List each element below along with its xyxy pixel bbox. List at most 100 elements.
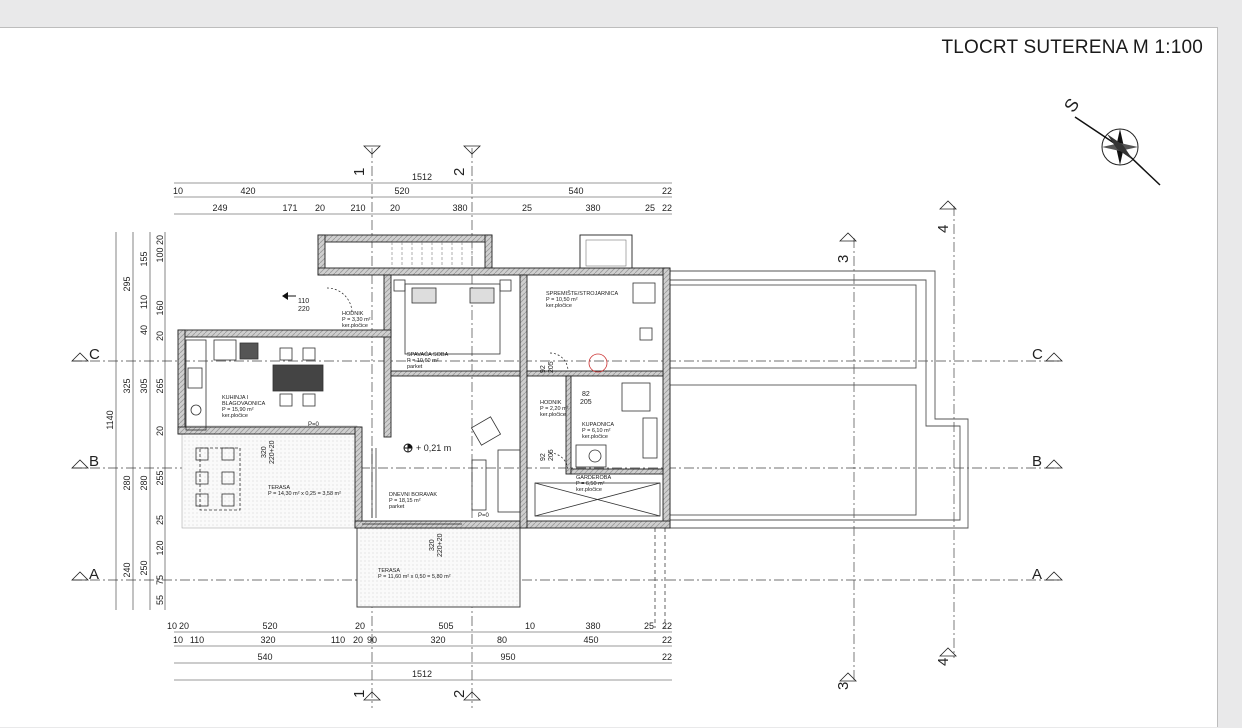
sheet-title: TLOCRT SUTERENA M 1:100 <box>941 37 1203 58</box>
right-terrace-outline <box>654 270 969 628</box>
svg-text:C: C <box>1032 346 1043 363</box>
svg-text:A: A <box>89 566 99 583</box>
svg-text:420: 420 <box>240 186 255 196</box>
svg-text:950: 950 <box>500 652 515 662</box>
svg-text:parket: parket <box>407 364 423 370</box>
svg-text:20: 20 <box>353 635 363 645</box>
svg-text:171: 171 <box>282 203 297 213</box>
svg-text:ker.pločice: ker.pločice <box>222 413 248 419</box>
svg-text:22: 22 <box>662 186 672 196</box>
svg-text:540: 540 <box>257 652 272 662</box>
svg-text:25: 25 <box>155 515 165 525</box>
door-labels: 110 220 82 205 92 205 92 205 320 220+20 … <box>261 298 592 557</box>
svg-text:92: 92 <box>540 453 547 461</box>
svg-text:P = 6,10 m²: P = 6,10 m² <box>582 428 611 434</box>
entrance-arrow-icon <box>282 292 296 300</box>
svg-text:HODNIK: HODNIK <box>540 400 562 406</box>
svg-text:20: 20 <box>315 203 325 213</box>
svg-text:520: 520 <box>262 621 277 631</box>
svg-text:520: 520 <box>394 186 409 196</box>
dim-bottom-total: 1512 <box>412 669 432 679</box>
svg-text:55: 55 <box>155 595 165 605</box>
svg-text:160: 160 <box>155 300 165 315</box>
svg-text:GARDEROBA: GARDEROBA <box>576 475 611 481</box>
svg-text:2: 2 <box>451 168 468 176</box>
svg-text:90: 90 <box>367 635 377 645</box>
stairs <box>391 239 627 268</box>
svg-text:20: 20 <box>355 621 365 631</box>
svg-text:B: B <box>1032 453 1042 470</box>
svg-text:P = 11,60 m² x 0,50 = 5,80 m²: P = 11,60 m² x 0,50 = 5,80 m² <box>378 574 451 580</box>
svg-text:DNEVNI BORAVAK: DNEVNI BORAVAK <box>389 492 437 498</box>
svg-text:1140: 1140 <box>105 410 115 429</box>
svg-text:380: 380 <box>452 203 467 213</box>
dims-left: 1140 295 325 280 240 110 305 280 250 20 … <box>105 235 165 605</box>
axis-labels: C B A C B A 1 2 1 2 3 4 3 4 <box>89 168 1043 698</box>
svg-text:25: 25 <box>644 621 654 631</box>
svg-text:120: 120 <box>155 540 165 555</box>
svg-text:110: 110 <box>139 295 149 309</box>
north-arrow-icon <box>1074 116 1161 186</box>
svg-text:2: 2 <box>451 690 468 698</box>
svg-text:P = 14,30 m² x 0,25 = 3,58 m²: P = 14,30 m² x 0,25 = 3,58 m² <box>268 491 341 497</box>
svg-text:250: 250 <box>139 560 149 575</box>
svg-text:320: 320 <box>429 539 436 551</box>
dimension-lines <box>115 182 672 681</box>
svg-text:305: 305 <box>139 378 149 393</box>
svg-text:295: 295 <box>122 276 132 291</box>
svg-text:205: 205 <box>580 399 592 406</box>
svg-text:25: 25 <box>645 203 655 213</box>
compass-label: S <box>1060 95 1083 116</box>
svg-text:1: 1 <box>351 168 368 176</box>
floor-plan-drawing: S 1512 10 420 520 540 22 249 171 20 <box>71 95 1161 708</box>
svg-text:155: 155 <box>139 251 149 266</box>
svg-text:265: 265 <box>155 378 165 393</box>
svg-text:22: 22 <box>662 635 672 645</box>
svg-text:ker.pločice: ker.pločice <box>576 487 602 493</box>
svg-text:25: 25 <box>522 203 532 213</box>
furniture <box>185 279 661 517</box>
bed <box>404 283 501 355</box>
svg-text:240: 240 <box>122 562 132 577</box>
dim-top-total: 1512 <box>412 172 432 182</box>
svg-text:10: 10 <box>167 621 177 631</box>
drawing-sheet: TLOCRT SUTERENA M 1:100 <box>0 27 1218 727</box>
sofa <box>497 449 521 513</box>
svg-text:110: 110 <box>190 635 204 645</box>
svg-text:249: 249 <box>212 203 227 213</box>
svg-text:ker.pločice: ker.pločice <box>546 303 572 309</box>
room-labels: HODNIK P = 3,30 m² ker.pločice KUHINJA I… <box>222 290 618 580</box>
svg-text:22: 22 <box>662 621 672 631</box>
svg-text:450: 450 <box>583 635 598 645</box>
svg-text:220+20: 220+20 <box>437 533 444 557</box>
svg-text:P=0: P=0 <box>308 422 320 428</box>
svg-text:280: 280 <box>139 475 149 490</box>
svg-text:3: 3 <box>835 255 852 263</box>
svg-text:ker.pločice: ker.pločice <box>540 412 566 418</box>
svg-text:20: 20 <box>155 331 165 341</box>
svg-text:22: 22 <box>662 203 672 213</box>
svg-text:20: 20 <box>155 426 165 436</box>
svg-text:C: C <box>89 346 100 363</box>
svg-text:10: 10 <box>173 635 183 645</box>
svg-text:280: 280 <box>122 475 132 490</box>
svg-text:40: 40 <box>139 325 149 335</box>
svg-text:A: A <box>1032 566 1042 583</box>
svg-text:505: 505 <box>438 621 453 631</box>
walls <box>177 234 671 529</box>
svg-text:22: 22 <box>662 652 672 662</box>
svg-text:P = 10,60 m²: P = 10,60 m² <box>407 358 439 364</box>
svg-text:20: 20 <box>179 621 189 631</box>
svg-text:BLAGOVAONICA: BLAGOVAONICA <box>222 401 266 407</box>
svg-text:10: 10 <box>173 186 183 196</box>
svg-text:205: 205 <box>548 449 555 461</box>
svg-text:320: 320 <box>260 635 275 645</box>
svg-text:10: 10 <box>525 621 535 631</box>
svg-text:82: 82 <box>582 391 590 398</box>
svg-text:ker.pločice: ker.pločice <box>582 434 608 440</box>
svg-text:210: 210 <box>350 203 365 213</box>
svg-text:P = 18,15 m²: P = 18,15 m² <box>389 498 421 504</box>
svg-text:110: 110 <box>298 298 309 305</box>
dims-bottom: 10 20 520 20 505 10 380 25 22 10 110 320… <box>167 621 672 679</box>
terrace-paving <box>181 425 521 608</box>
